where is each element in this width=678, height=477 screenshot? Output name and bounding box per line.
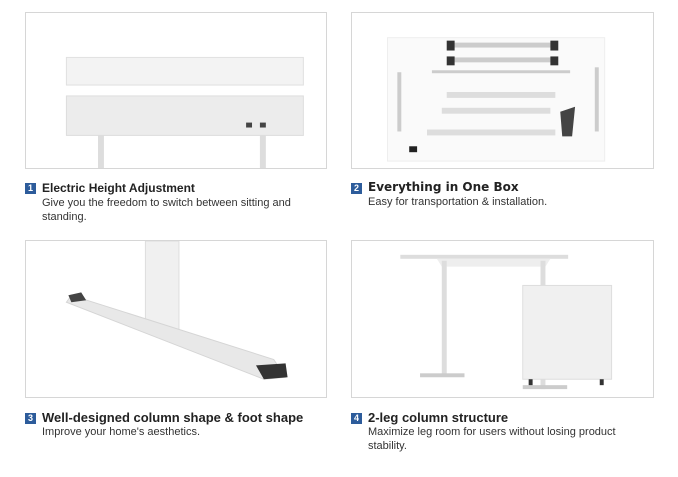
desk-height-adjustment-image: [25, 12, 327, 169]
feature-description: Improve your home's aesthetics.: [42, 426, 201, 438]
feature-description: Give you the freedom to switch between s…: [42, 197, 291, 223]
feature-title: Electric Height Adjustment: [42, 181, 195, 195]
feature-title: Everything in One Box: [368, 180, 519, 194]
feature-title: Well-designed column shape & foot shape: [42, 410, 304, 425]
desk-foot-image: [25, 240, 327, 398]
desk-parts-image: [351, 12, 654, 169]
feature-number-badge: 2: [351, 183, 362, 194]
feature-description: Maximize leg room for users without losi…: [368, 426, 616, 452]
feature-number-badge: 1: [25, 183, 36, 194]
feature-caption-2: 2 Everything in One Box Easy for transpo…: [351, 180, 651, 209]
feature-title: 2-leg column structure: [368, 410, 509, 425]
feature-caption-1: 1 Electric Height Adjustment Give you th…: [25, 181, 325, 224]
feature-description: Easy for transportation & installation.: [368, 196, 548, 208]
feature-caption-3: 3 Well-designed column shape & foot shap…: [25, 410, 325, 439]
feature-number-badge: 3: [25, 413, 36, 424]
desk-with-cabinet-image: [351, 240, 654, 398]
feature-number-badge: 4: [351, 413, 362, 424]
feature-caption-4: 4 2-leg column structure Maximize leg ro…: [351, 410, 651, 453]
